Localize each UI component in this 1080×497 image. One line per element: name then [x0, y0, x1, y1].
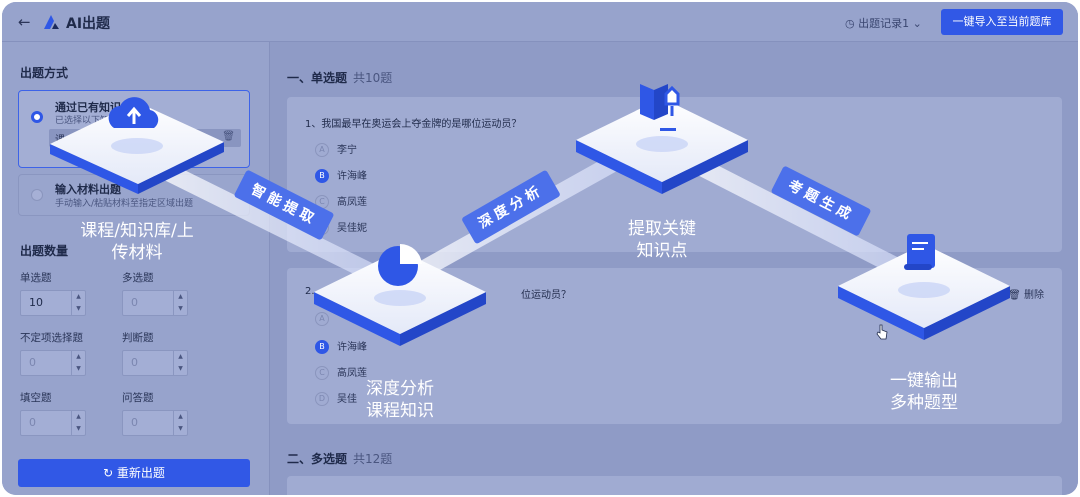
step-label-1: 课程/知识库/上 传材料: [80, 221, 194, 263]
group-single-count: 共10题: [353, 71, 393, 85]
regenerate-button[interactable]: ↻ 重新出题: [18, 459, 250, 487]
stepper-arrows-icon[interactable]: ▲▼: [71, 411, 85, 435]
stepper-arrows-icon[interactable]: ▲▼: [173, 351, 187, 375]
history-dropdown[interactable]: ◷ 出题记录1 ⌄: [845, 17, 922, 30]
pie-chart-icon: [378, 243, 422, 286]
q2-option-d[interactable]: D 吴佳: [315, 390, 357, 406]
multi-choice-label: 多选题: [122, 272, 154, 284]
step-label-4: 一键输出 多种题型: [890, 371, 958, 413]
top-bar: ← AI出题 ◷ 出题记录1 ⌄ 一键导入至当前题库: [2, 2, 1078, 42]
q1-option-a[interactable]: A 李宁: [315, 141, 357, 157]
option-d-badge: D: [315, 392, 329, 406]
option-d-text: 吴佳: [337, 394, 357, 405]
question-2-prefix: 2.: [305, 286, 315, 297]
app-logo-icon: [44, 15, 59, 29]
single-choice-label: 单选题: [20, 272, 52, 284]
group-single-label: 一、单选题: [287, 71, 348, 85]
group-multi-label: 二、多选题: [287, 452, 348, 466]
q2-option-b[interactable]: B 许海峰: [315, 338, 367, 354]
single-choice-stepper[interactable]: 10 ▲▼: [20, 290, 86, 316]
single-choice-value: 10: [29, 296, 43, 309]
indefinite-choice-value: 0: [29, 356, 36, 369]
qa-stepper[interactable]: 0 ▲▼: [122, 410, 188, 436]
option-b-badge: B: [315, 340, 329, 354]
count-section-title: 出题数量: [20, 244, 69, 258]
mode-knowledge-radio[interactable]: [31, 111, 43, 123]
fill-blank-value: 0: [29, 416, 36, 429]
option-b-text: 许海峰: [337, 171, 367, 182]
import-to-bank-button[interactable]: 一键导入至当前题库: [941, 9, 1063, 35]
group-single-title: 一、单选题共10题: [287, 69, 392, 86]
stepper-arrows-icon[interactable]: ▲▼: [71, 351, 85, 375]
option-a-badge: A: [315, 312, 329, 326]
group-multi-title: 二、多选题共12题: [287, 450, 392, 467]
mode-material-name: 输入材料出题: [55, 183, 121, 196]
delete-label: 删除: [1024, 290, 1044, 301]
q2-option-a[interactable]: A: [315, 312, 337, 326]
qa-value: 0: [131, 416, 138, 429]
back-arrow-icon[interactable]: ←: [18, 13, 31, 31]
question-card-3: [287, 476, 1062, 495]
connector-beam-1: [152, 154, 374, 284]
stepper-arrows-icon[interactable]: ▲▼: [173, 291, 187, 315]
indefinite-choice-stepper[interactable]: 0 ▲▼: [20, 350, 86, 376]
stepper-arrows-icon[interactable]: ▲▼: [173, 411, 187, 435]
book-upload-icon: [640, 84, 680, 131]
true-false-label: 判断题: [122, 332, 154, 344]
mode-material-radio[interactable]: [31, 189, 43, 201]
mode-knowledge-sub: 已选择以下知: [55, 116, 110, 126]
question-2-text: 位运动员？: [521, 290, 571, 301]
delete-question-button[interactable]: 🗑 删除: [1008, 286, 1044, 301]
stepper-arrows-icon[interactable]: ▲▼: [71, 291, 85, 315]
hand-cursor-icon: [876, 324, 888, 340]
option-c-badge: C: [315, 366, 329, 380]
step-platform-3: [576, 98, 748, 194]
mode-section-title: 出题方式: [20, 66, 69, 80]
fill-blank-stepper[interactable]: 0 ▲▼: [20, 410, 86, 436]
scroll-icon: [904, 234, 935, 270]
question-1-text: 1、我国最早在奥运会上夺金牌的是哪位运动员？: [305, 119, 522, 130]
indefinite-choice-label: 不定项选择题: [20, 332, 83, 344]
q1-option-b[interactable]: B 许海峰: [315, 167, 367, 183]
trash-icon: 🗑: [1008, 290, 1024, 301]
step-platform-1: [50, 102, 224, 194]
step-platform-4: [838, 244, 1010, 340]
qa-label: 问答题: [122, 392, 154, 404]
option-b-badge: B: [315, 169, 329, 183]
fill-blank-label: 填空题: [20, 392, 52, 404]
true-false-stepper[interactable]: 0 ▲▼: [122, 350, 188, 376]
option-d-text: 吴佳妮: [337, 223, 367, 234]
cloud-upload-icon: [108, 97, 159, 128]
option-c-text: 高凤莲: [337, 197, 367, 208]
option-a-badge: A: [315, 143, 329, 157]
true-false-value: 0: [131, 356, 138, 369]
connector-beam-3: [672, 142, 907, 282]
step-platform-2: [314, 250, 486, 346]
mode-knowledge-name: 通过已有知识: [55, 101, 121, 114]
option-c-text: 高凤莲: [337, 368, 367, 379]
multi-choice-value: 0: [131, 296, 138, 309]
mode-material-sub: 手动输入/粘贴材料至指定区域出题: [55, 199, 194, 209]
trash-icon[interactable]: 🗑: [222, 131, 235, 142]
option-b-text: 许海峰: [337, 342, 367, 353]
step-label-3: 提取关键 知识点: [628, 219, 696, 261]
step-label-2: 深度分析 课程知识: [366, 379, 434, 421]
app-title: AI出题: [66, 16, 111, 32]
option-a-text: 李宁: [337, 145, 357, 156]
q2-option-c[interactable]: C 高凤莲: [315, 364, 367, 380]
group-multi-count: 共12题: [353, 452, 393, 466]
multi-choice-stepper[interactable]: 0 ▲▼: [122, 290, 188, 316]
